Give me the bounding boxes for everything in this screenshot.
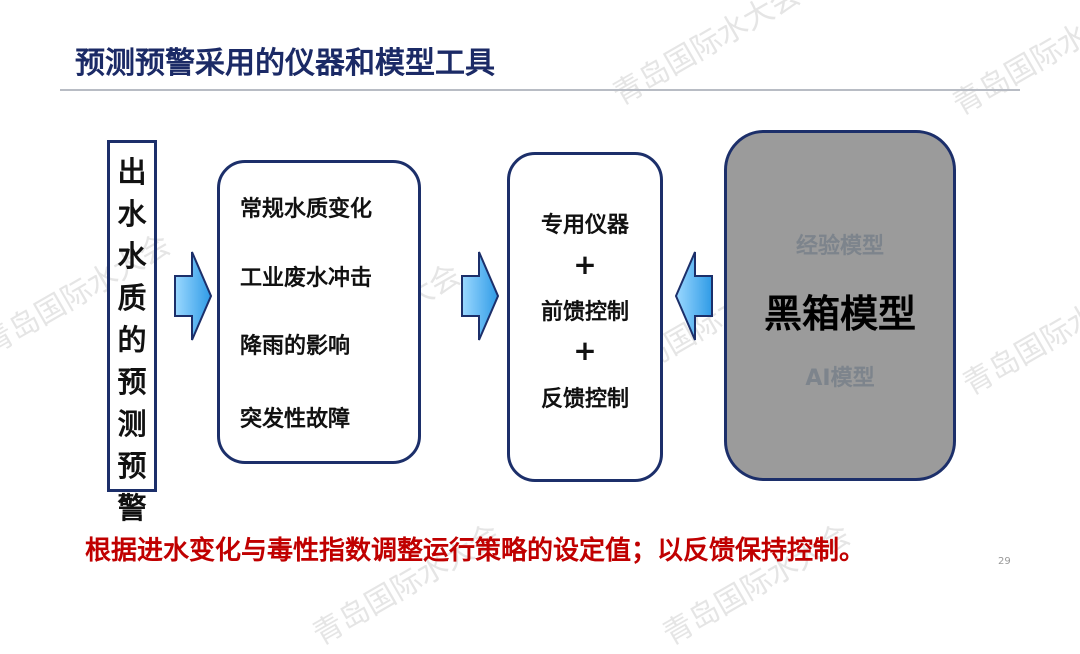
page-title: 预测预警采用的仪器和模型工具 <box>75 46 495 81</box>
model-blackbox: 黑箱模型 <box>763 292 916 336</box>
conclusion-text: 根据进水变化与毒性指数调整运行策略的设定值；以反馈保持控制。 <box>85 536 866 566</box>
vertical-char: 警 <box>117 491 147 525</box>
vertical-char: 预 <box>117 365 147 399</box>
vertical-char: 水 <box>117 197 147 231</box>
vertical-char: 的 <box>117 323 147 357</box>
arrow-right-icon <box>461 251 499 341</box>
factor-item: 工业废水冲击 <box>240 266 373 291</box>
page-number: 29 <box>998 556 1011 567</box>
vertical-char: 出 <box>117 155 147 189</box>
arrow-left-icon <box>675 251 713 341</box>
vertical-char: 水 <box>117 239 147 273</box>
model-box: 经验模型 黑箱模型 AI模型 <box>724 130 956 481</box>
vertical-label-box: 出 水 水 质 的 预 测 预 警 <box>107 140 157 525</box>
watermark: 青岛国际水大会 <box>957 267 1080 403</box>
factor-item: 突发性故障 <box>240 407 351 432</box>
factors-box: 常规水质变化 工业废水冲击 降雨的影响 突发性故障 <box>217 160 421 464</box>
control-item: 专用仪器 <box>540 213 629 238</box>
factor-item: 降雨的影响 <box>240 334 351 359</box>
control-item: 前馈控制 <box>540 300 629 325</box>
controls-box: 专用仪器 + 前馈控制 + 反馈控制 <box>507 152 663 482</box>
watermark: 青岛国际水大会 <box>947 0 1080 123</box>
plus-sign: + <box>573 334 597 367</box>
vertical-char: 测 <box>117 407 147 441</box>
watermark: 青岛国际水大会 <box>607 0 807 113</box>
plus-sign: + <box>573 248 597 281</box>
arrow-right-icon <box>174 251 212 341</box>
title-divider <box>60 89 1020 91</box>
vertical-char: 预 <box>117 449 147 483</box>
model-empirical: 经验模型 <box>795 234 884 259</box>
model-ai: AI模型 <box>805 366 875 391</box>
control-item: 反馈控制 <box>540 387 629 412</box>
vertical-char: 质 <box>117 281 147 315</box>
factor-item: 常规水质变化 <box>240 197 373 222</box>
